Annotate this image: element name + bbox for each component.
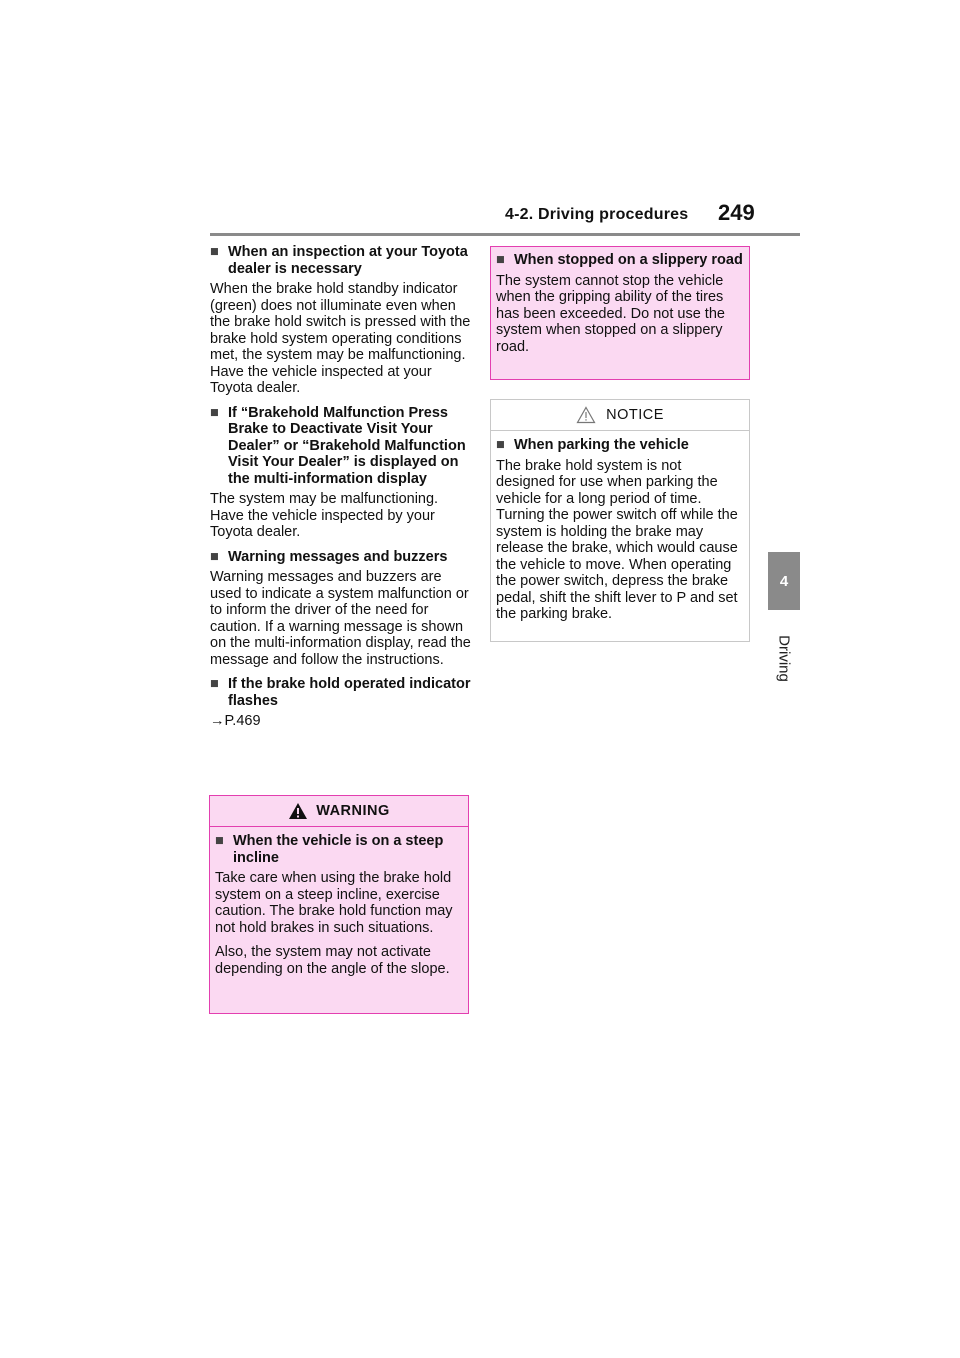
chapter-tab: 4 xyxy=(768,552,800,610)
warning-heading: ■ When the vehicle is on a steep incline xyxy=(215,833,463,866)
warning-body: ■ When the vehicle is on a steep incline… xyxy=(210,827,468,977)
slippery-road-box: ■ When stopped on a slippery road The sy… xyxy=(490,246,750,380)
warning-paragraph-1: Take care when using the brake hold syst… xyxy=(215,870,453,936)
header-rule xyxy=(210,233,800,236)
chapter-label: Driving xyxy=(775,635,793,682)
warning-title-bar: WARNING xyxy=(210,796,468,827)
square-bullet-icon: ■ xyxy=(210,404,219,421)
square-bullet-icon: ■ xyxy=(210,548,219,565)
section-title: 4-2. Driving procedures xyxy=(505,206,689,223)
paragraph-malfunction: The system may be malfunctioning. Have t… xyxy=(210,491,439,540)
square-bullet-icon: ■ xyxy=(215,833,224,849)
left-column: ■ When an inspection at your Toyota deal… xyxy=(210,244,472,730)
section-heading-indicator-flashes: ■ If the brake hold operated indicator f… xyxy=(210,676,472,709)
heading-text: Warning messages and buzzers xyxy=(228,548,448,565)
paragraph-inspection: When the brake hold standby indicator (g… xyxy=(210,281,471,396)
chapter-number: 4 xyxy=(779,572,789,590)
slippery-heading: ■ When stopped on a slippery road xyxy=(496,252,744,269)
section-heading-warnings: ■ Warning messages and buzzers xyxy=(210,549,472,566)
warning-triangle-icon xyxy=(289,803,308,819)
square-bullet-icon: ■ xyxy=(496,252,505,268)
heading-text: When stopped on a slippery road xyxy=(514,252,743,268)
warning-title: WARNING xyxy=(316,803,390,819)
notice-paragraph: The brake hold system is not designed fo… xyxy=(496,457,738,623)
paragraph-warnings: Warning messages and buzzers are used to… xyxy=(210,569,471,668)
warning-paragraph-2: Also, the system may not activate depend… xyxy=(215,944,450,977)
heading-text: If the brake hold operated indicator fla… xyxy=(228,676,471,709)
notice-body: ■ When parking the vehicle The brake hol… xyxy=(491,431,749,623)
slippery-paragraph: The system cannot stop the vehicle when … xyxy=(496,272,725,355)
notice-box: NOTICE ■ When parking the vehicle The br… xyxy=(490,399,750,642)
heading-text: When parking the vehicle xyxy=(514,437,689,453)
caution-triangle-icon xyxy=(576,406,596,424)
page-reference-link[interactable]: →P.469 xyxy=(210,713,261,729)
square-bullet-icon: ■ xyxy=(210,244,219,260)
notice-title-bar: NOTICE xyxy=(491,400,749,431)
heading-text: When an inspection at your Toyota dealer… xyxy=(228,244,468,277)
section-heading-inspection: ■ When an inspection at your Toyota deal… xyxy=(210,244,472,277)
square-bullet-icon: ■ xyxy=(496,437,505,453)
slippery-body: ■ When stopped on a slippery road The sy… xyxy=(491,247,749,355)
page-number: 249 xyxy=(718,200,755,225)
heading-text: If “Brakehold Malfunction Press Brake to… xyxy=(228,404,466,487)
square-bullet-icon: ■ xyxy=(210,676,219,692)
notice-heading: ■ When parking the vehicle xyxy=(496,437,744,454)
heading-text: When the vehicle is on a steep incline xyxy=(233,833,444,866)
warning-box: WARNING ■ When the vehicle is on a steep… xyxy=(209,795,469,1014)
notice-title: NOTICE xyxy=(606,407,664,423)
section-heading-malfunction: ■ If “Brakehold Malfunction Press Brake … xyxy=(210,405,472,488)
